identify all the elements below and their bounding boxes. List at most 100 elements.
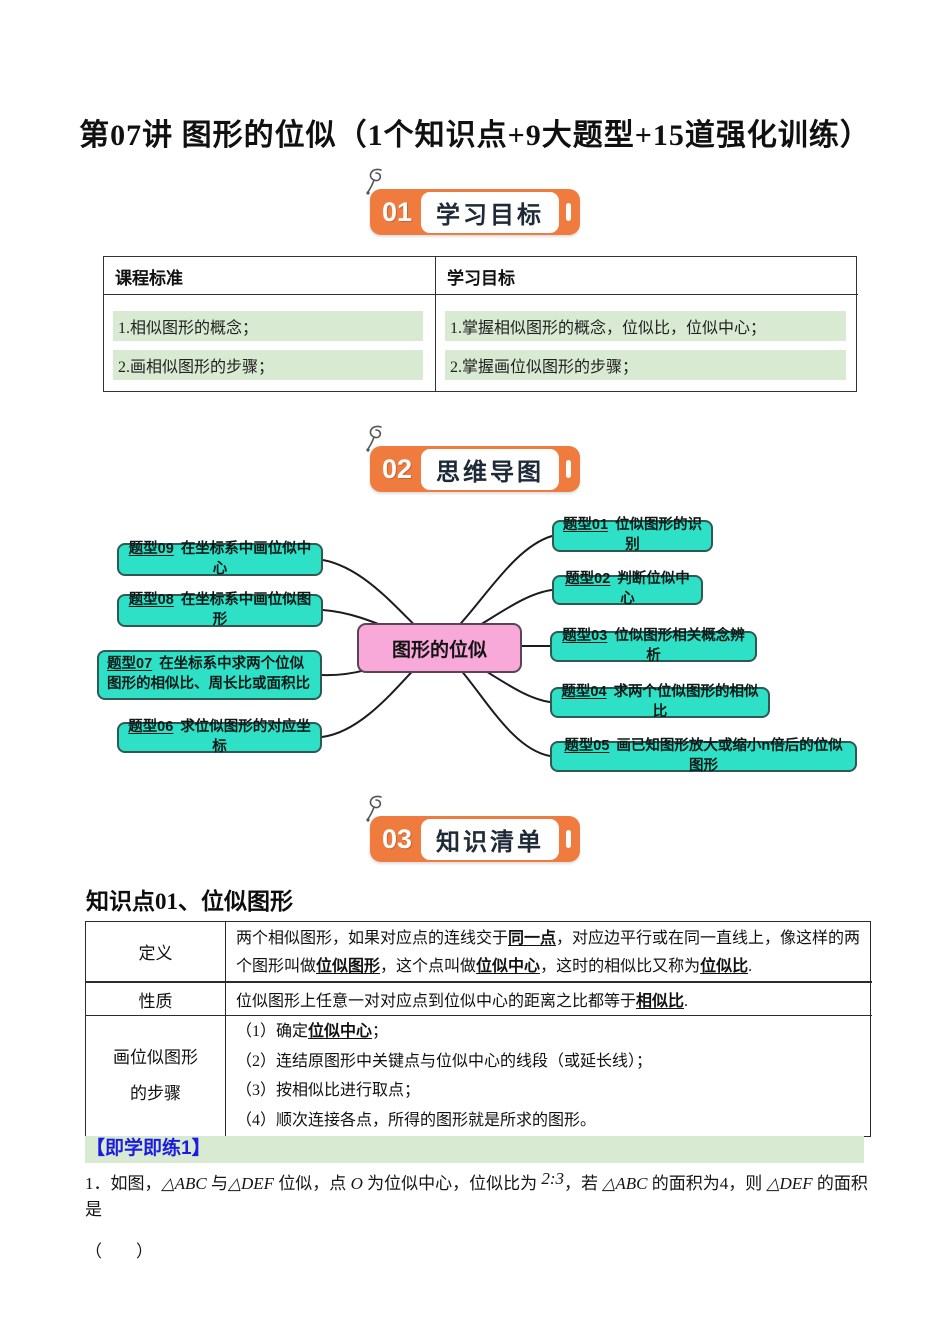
- math-ratio: 2:3: [541, 1169, 565, 1188]
- steps-label-line: 的步骤: [130, 1084, 181, 1103]
- question-segment: 与: [206, 1174, 228, 1193]
- knowledge-row-label-steps: 画位似图形 的步骤: [86, 1016, 226, 1136]
- badge-label: 学习目标: [421, 191, 560, 233]
- goal-item: 2.画相似图形的步骤；: [113, 350, 423, 380]
- question-segment: 位似，点: [274, 1174, 351, 1193]
- term-homothetic-figure: 位似图形: [316, 958, 381, 975]
- knowledge-row-label-property: 性质: [86, 983, 226, 1016]
- node-tag: 题型03: [562, 627, 608, 644]
- section-badge-02: 02 思维导图: [366, 425, 581, 492]
- mindmap-node-04: 题型04 求两个位似图形的相似比: [550, 683, 770, 720]
- goals-target-cell: 1.掌握相似图形的概念，位似比，位似中心； 2.掌握画位似图形的步骤；: [436, 295, 858, 391]
- term-homothetic-ratio: 位似比: [700, 958, 749, 975]
- goal-item: 2.掌握画位似图形的步骤；: [445, 350, 846, 380]
- question-segment: 的面积为4，则: [647, 1174, 767, 1193]
- node-tag: 题型08: [128, 591, 174, 608]
- step-line-2: （2）连结原图形中关键点与位似中心的线段（或延长线）；: [236, 1052, 653, 1070]
- node-text: 求位似图形的对应坐标: [180, 718, 311, 755]
- question-segment: ，若: [564, 1174, 603, 1193]
- node-tag: 题型01: [562, 517, 609, 534]
- node-tag: 题型07: [107, 656, 153, 673]
- goals-header-course: 课程标准: [104, 257, 436, 295]
- badge-notch: [566, 830, 572, 848]
- term-same-point: 同一点: [508, 930, 557, 947]
- definition-segment: .: [748, 958, 753, 975]
- node-text: 画已知图形放大或缩小n倍后的位似图形: [616, 737, 843, 774]
- question-number: 1．: [85, 1174, 111, 1193]
- math-point-o: O: [350, 1174, 363, 1193]
- badge-label: 思维导图: [421, 448, 560, 490]
- badge-number: 02: [381, 453, 413, 484]
- lesson-title: 第07讲 图形的位似（1个知识点+9大题型+15道强化训练）: [79, 119, 871, 152]
- node-text: 在坐标系中画位似图形: [180, 591, 312, 628]
- mindmap-node-02: 题型02 判断位似中心: [552, 571, 703, 607]
- definition-text: 两个相似图形，如果对应点的连线交于同一点，对应边平行或在同一直线上，像这样的两个…: [226, 922, 872, 983]
- node-text: 求两个位似图形的相似比: [613, 683, 759, 720]
- knowledge-row-label-definition: 定义: [86, 922, 226, 983]
- goal-item: 1.相似图形的概念；: [113, 311, 423, 341]
- question-segment: 如图，: [110, 1174, 162, 1193]
- mindmap-node-09: 题型09 在坐标系中画位似中心: [117, 540, 323, 577]
- node-tag: 题型05: [564, 737, 610, 754]
- node-tag: 题型09: [128, 540, 174, 557]
- node-tag: 题型04: [561, 683, 607, 700]
- property-segment: .: [684, 993, 689, 1010]
- mindmap-node-03: 题型03 位似图形相关概念辨析: [550, 627, 757, 664]
- math-triangle-def: △DEF: [766, 1174, 813, 1193]
- mindmap-node-06: 题型06 求位似图形的对应坐标: [117, 718, 322, 755]
- question-1-text: 1．如图，△ABC 与△DEF 位似，点 O 为位似中心，位似比为 2:3，若 …: [85, 1169, 877, 1224]
- math-triangle-def: △DEF: [227, 1174, 275, 1193]
- step-line-1: （1）确定位似中心；: [236, 1017, 862, 1047]
- term-homothetic-center: 位似中心: [308, 1023, 373, 1040]
- badge-notch: [566, 460, 572, 478]
- goals-course-cell: 1.相似图形的概念； 2.画相似图形的步骤；: [104, 295, 436, 391]
- spiral-doodle-icon: [366, 425, 382, 452]
- step-segment: ；: [372, 1023, 389, 1040]
- goals-table: 课程标准 学习目标 1.相似图形的概念； 2.画相似图形的步骤； 1.掌握相似图…: [103, 256, 858, 392]
- node-text: 在坐标系中画位似中心: [180, 540, 312, 577]
- node-tag: 题型06: [128, 718, 174, 735]
- step-line-4: （4）顺次连接各点，所得的图形就是所求的图形。: [236, 1111, 597, 1129]
- definition-segment: 两个相似图形，如果对应点的连线交于: [236, 930, 509, 947]
- math-triangle-abc: △ABC: [602, 1174, 648, 1193]
- practice-banner-label: 【即学即练1】: [86, 1138, 211, 1159]
- definition-segment: ，这时的相似比又称为: [540, 958, 701, 975]
- property-segment: 位似图形上任意一对对应点到位似中心的距离之比都等于: [236, 993, 637, 1010]
- badge-label: 知识清单: [421, 818, 560, 860]
- term-homothetic-center: 位似中心: [476, 958, 541, 975]
- node-text: 判断位似中心: [617, 571, 690, 607]
- math-triangle-abc: △ABC: [161, 1174, 207, 1193]
- mindmap-center-node: 图形的位似: [357, 623, 522, 673]
- node-tag: 题型02: [565, 571, 611, 588]
- steps-text: （1）确定位似中心； （2）连结原图形中关键点与位似中心的线段（或延长线）； （…: [226, 1016, 872, 1136]
- term-similar-ratio: 相似比: [636, 993, 685, 1010]
- question-segment: 为位似中心，位似比为: [362, 1174, 542, 1193]
- node-text: 位似图形相关概念辨析: [614, 627, 745, 664]
- badge-notch: [566, 203, 572, 221]
- answer-blank: （ ）: [85, 1241, 153, 1261]
- node-text: 位似图形的识别: [615, 517, 703, 553]
- knowledge-table: 定义 两个相似图形，如果对应点的连线交于同一点，对应边平行或在同一直线上，像这样…: [85, 921, 872, 1137]
- node-text: 在坐标系中求两个位似图形的相似比、周长比或面积比: [107, 656, 310, 692]
- spiral-doodle-icon: [366, 168, 382, 195]
- goal-item: 1.掌握相似图形的概念，位似比，位似中心；: [445, 311, 846, 341]
- question-segment: 的面积是: [85, 1174, 868, 1220]
- mindmap-node-08: 题型08 在坐标系中画位似图形: [117, 591, 323, 628]
- goals-header-target: 学习目标: [436, 257, 858, 295]
- spiral-doodle-icon: [366, 795, 382, 822]
- step-line-3: （3）按相似比进行取点；: [236, 1082, 421, 1099]
- steps-label-line: 画位似图形: [113, 1048, 198, 1068]
- question-1: 1．如图，△ABC 与△DEF 位似，点 O 为位似中心，位似比为 2:3，若 …: [85, 1169, 877, 1265]
- section-badge-01: 01 学习目标: [366, 168, 581, 235]
- knowledge-heading: 知识点01、位似图形: [86, 889, 293, 914]
- step-segment: （1）确定: [236, 1023, 309, 1040]
- badge-number: 03: [381, 823, 413, 854]
- property-text: 位似图形上任意一对对应点到位似中心的距离之比都等于相似比.: [226, 983, 872, 1016]
- mindmap-node-05: 题型05 画已知图形放大或缩小n倍后的位似图形: [550, 737, 857, 774]
- practice-banner: 【即学即练1】: [85, 1136, 864, 1163]
- section-badge-03: 03 知识清单: [366, 795, 581, 862]
- definition-segment: ，这个点叫做: [380, 958, 477, 975]
